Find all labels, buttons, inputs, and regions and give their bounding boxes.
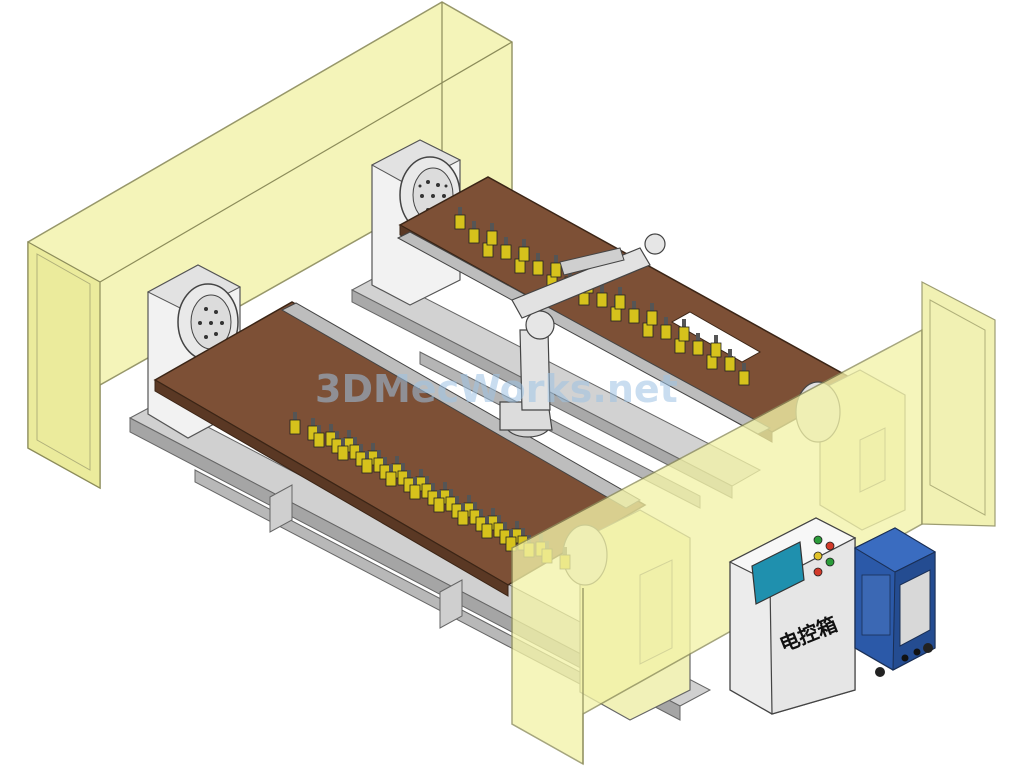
fixture-clamp [532, 253, 544, 276]
rear-welding-station [350, 139, 906, 531]
robot-arm-icon [499, 233, 666, 438]
control-cabinet: 电控箱 [728, 517, 857, 715]
fixture-clamp [596, 285, 608, 308]
fixture-clamp [500, 237, 512, 260]
fixture-clamp [628, 301, 640, 324]
control-panel-icon [751, 535, 835, 605]
fixture-clamp [724, 349, 736, 372]
fixture-clamp [457, 503, 469, 526]
rear-fixture-clamps [454, 207, 750, 386]
fixture-clamp [486, 223, 498, 246]
welding-machine-icon [853, 527, 937, 677]
fixture-clamp [614, 287, 626, 310]
fixture-clamp [433, 490, 445, 513]
fixture-clamp [385, 464, 397, 487]
watermark: 3DMecWorks.net [315, 367, 678, 411]
fixture-clamp [646, 303, 658, 326]
fixture-clamp [692, 333, 704, 356]
fixture-clamp [409, 477, 421, 500]
fixture-clamp [337, 438, 349, 461]
fixture-clamp [505, 529, 517, 552]
fixture-clamp [289, 412, 301, 435]
fixture-clamp [710, 335, 722, 358]
fixture-clamp [550, 255, 562, 278]
fixture-clamp [678, 319, 690, 342]
front-safety-fence [511, 281, 996, 766]
fixture-clamp [361, 451, 373, 474]
fixture-clamp [454, 207, 466, 230]
fixture-clamp [468, 221, 480, 244]
fixture-clamp [481, 516, 493, 539]
fixture-clamp [518, 239, 530, 262]
fixture-clamp [313, 425, 325, 448]
fixture-clamp [660, 317, 672, 340]
fixture-clamp [738, 363, 750, 386]
